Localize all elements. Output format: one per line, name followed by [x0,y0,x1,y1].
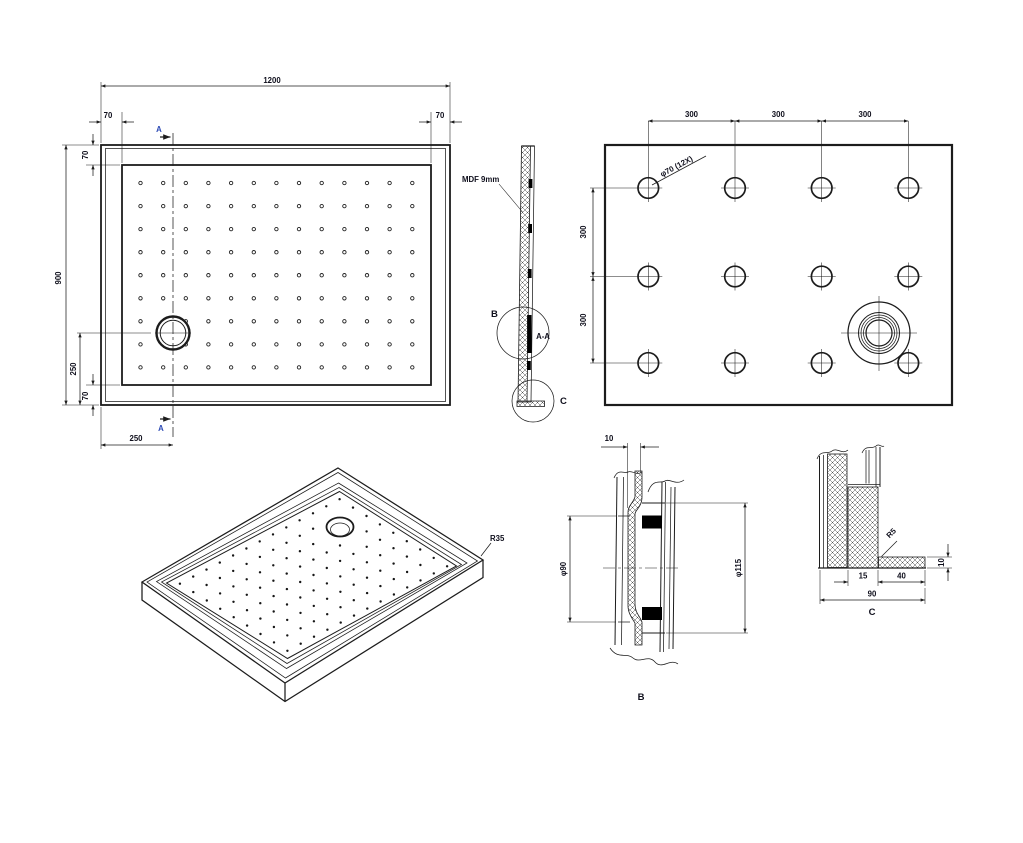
drain-seal-bottom [642,607,662,620]
dim-row-spacing-1: 300 [579,225,588,239]
detail-b-title: B [638,692,645,703]
drain-seal-top [642,515,662,529]
tray-wall-section-b [627,470,643,646]
dim-col-spacing-1: 300 [685,110,699,119]
isometric-view: R35 [140,467,505,703]
anti-slip-dot-grid [138,180,415,370]
material-note: MDF 9mm [462,175,499,184]
dim-col-spacing-2: 300 [772,110,786,119]
foot-hole-grid [590,121,923,377]
drain-bottom-view [841,296,917,371]
dim-total-width: 90 [868,590,877,599]
detail-c-circle [511,379,555,423]
dim-overall-height: 900 [54,271,63,285]
detail-c-callout: C [560,396,567,407]
dim-rim-bottom: 70 [81,391,90,400]
dim-rim-left: 70 [104,111,113,120]
section-marker-a-bottom: A [158,424,164,433]
section-marker-a-top: A [156,125,162,134]
detail-b-circle [496,306,550,360]
dim-core-width: 15 [859,572,868,581]
section-cut-line: A A [156,125,174,437]
section-title: A-A [536,332,550,341]
bottom-view: 300 300 300 300 300 φ70 (12X) [579,110,954,407]
plan-view: A A 1200 70 70 900 [54,76,462,449]
dim-lip-thickness: 10 [605,434,614,443]
corner-radius-note: R35 [490,534,505,543]
detail-c-dimensions: 15 40 90 10 [819,544,952,604]
dim-rim-right: 70 [436,111,445,120]
dim-flange-width: 40 [897,572,906,581]
detail-b-view: 10 φ90 φ115 B [559,434,748,703]
dim-inner-diameter: φ90 [559,561,568,576]
dim-flange-thickness: 10 [937,558,946,567]
dim-row-spacing-2: 300 [579,313,588,327]
drain-iso [325,516,355,538]
tube-walls [618,481,676,653]
bottom-outline [603,143,954,407]
bottom-flange-section [516,400,545,407]
section-view: B A-A C MDF 9mm [462,145,567,423]
corner-radius-note-c: R5 [885,526,899,540]
detail-c-view: R5 15 40 90 10 C [816,444,952,618]
detail-b-dimensions: 10 φ90 φ115 [559,434,748,634]
dim-overall-width: 1200 [263,76,281,85]
hole-note: φ70 (12X) [659,154,695,179]
foot-seals [527,179,533,370]
dim-drain-from-left: 250 [129,434,143,443]
liner-walls [848,447,881,487]
plan-dimensions: 1200 70 70 900 70 250 [54,76,462,449]
plan-outline [100,144,451,406]
detail-c-title: C [869,607,876,618]
mdf-support-block [847,486,879,569]
dim-outer-diameter: φ115 [734,558,743,577]
bottom-flange [878,556,926,569]
outer-wall-core [827,453,848,568]
dim-rim-top: 70 [81,150,90,159]
dim-drain-from-bottom: 250 [69,362,78,376]
bottom-dimensions: 300 300 300 300 300 φ70 (12X) [579,110,909,363]
drain-plan [77,315,191,351]
anti-slip-dot-grid-iso [178,498,449,652]
dim-col-spacing-3: 300 [858,110,872,119]
detail-b-callout: B [491,309,498,320]
